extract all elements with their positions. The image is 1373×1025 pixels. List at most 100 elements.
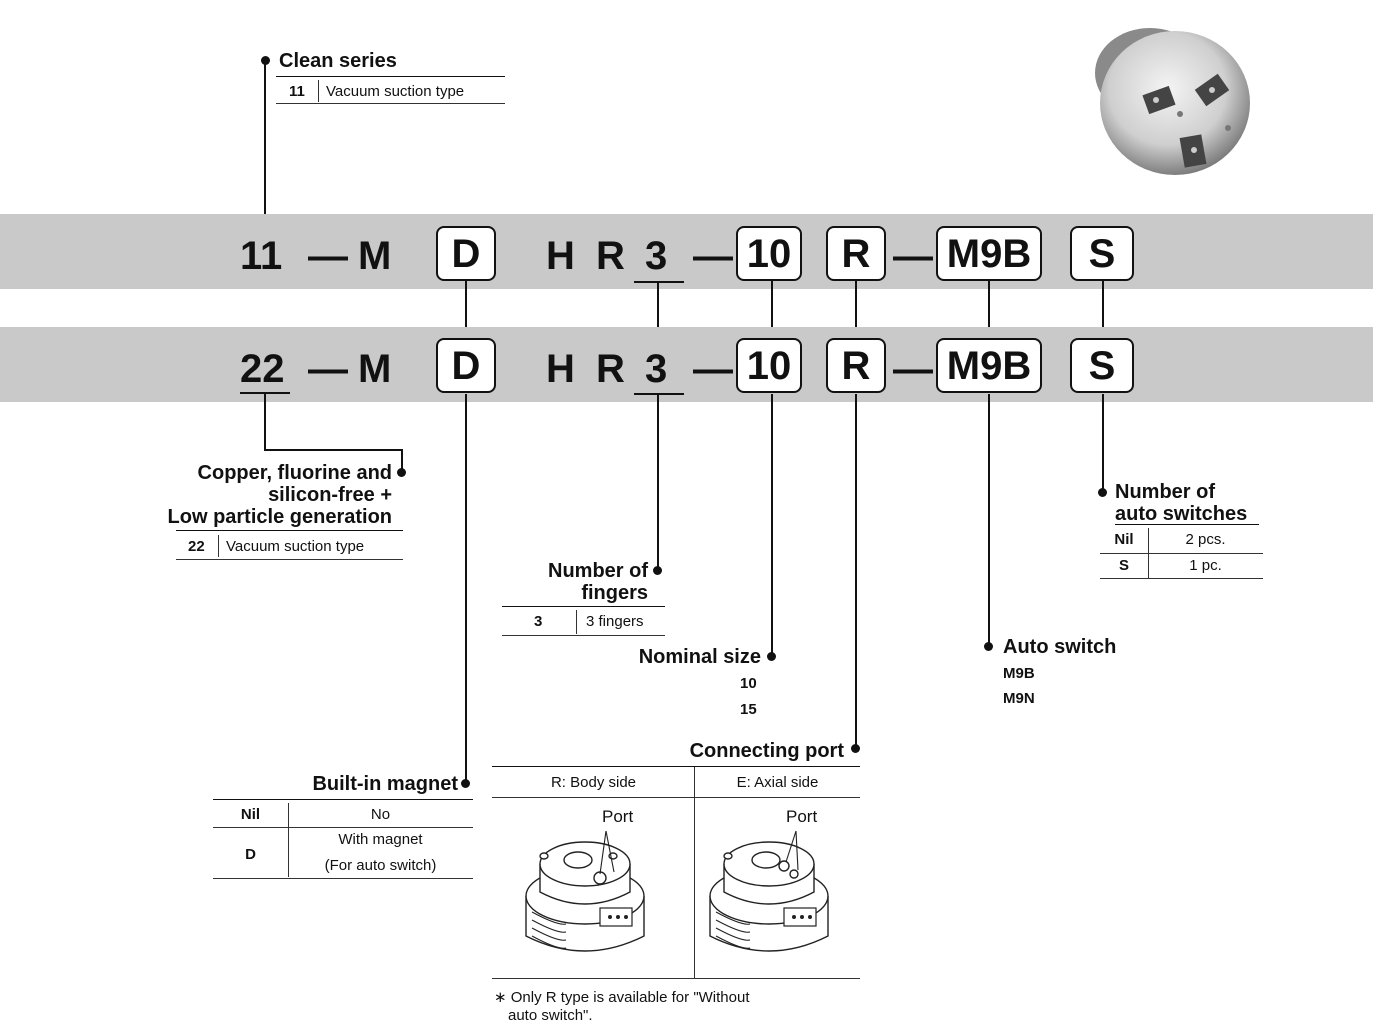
link-switch bbox=[988, 281, 990, 338]
magnet-row-rule bbox=[213, 827, 473, 828]
magnet-title: Built-in magnet bbox=[312, 773, 458, 795]
code-h-2: H bbox=[546, 347, 575, 391]
magnet-bottom-rule bbox=[213, 878, 473, 879]
magnet-dot bbox=[461, 779, 470, 788]
fingers-desc: 3 fingers bbox=[586, 613, 644, 630]
clean-series-desc: Vacuum suction type bbox=[326, 83, 465, 100]
port-col-e: E: Axial side bbox=[736, 774, 819, 791]
magnet-leader bbox=[465, 394, 467, 784]
clean-series-top-rule bbox=[276, 76, 505, 77]
port-note-line-1: ∗ Only R type is available for "Without bbox=[494, 989, 750, 1006]
fingers-title-line-2: fingers bbox=[581, 582, 648, 604]
port-label-r: Port bbox=[602, 807, 634, 826]
code-r-1: R bbox=[596, 234, 625, 278]
code-box-size-1: 10 bbox=[736, 226, 802, 281]
copper-leader-h bbox=[264, 449, 403, 451]
clean-series-code: 11 bbox=[289, 83, 305, 100]
link-count bbox=[1102, 281, 1104, 338]
code-prefix-22: 22 bbox=[240, 347, 285, 391]
link-magnet bbox=[465, 281, 467, 338]
port-note-line-2: auto switch". bbox=[508, 1007, 593, 1024]
part-number-band-1 bbox=[0, 214, 1373, 289]
fingers-underline-2 bbox=[634, 393, 684, 395]
code-dash-5: — bbox=[693, 347, 733, 391]
magnet-d-code: D bbox=[245, 846, 256, 863]
magnet-d-desc-1: With magnet bbox=[338, 831, 423, 848]
link-fingers bbox=[657, 282, 659, 338]
code-prefix-11: 11 bbox=[240, 234, 283, 278]
product-photo bbox=[1095, 28, 1250, 175]
clean-series-leader bbox=[264, 60, 266, 220]
port-col-r: R: Body side bbox=[550, 774, 637, 791]
port-title: Connecting port bbox=[689, 740, 844, 762]
clean-series-bottom-rule bbox=[276, 103, 505, 104]
size-leader bbox=[771, 394, 773, 657]
code-dash-4: — bbox=[308, 347, 348, 391]
copper-leader-v1 bbox=[264, 394, 266, 450]
copper-title-line-3: Low particle generation bbox=[167, 506, 392, 528]
port-label-e: Port bbox=[786, 807, 818, 826]
magnet-top-rule bbox=[213, 799, 473, 800]
copper-desc: Vacuum suction type bbox=[226, 538, 365, 555]
count-nil-code: Nil bbox=[1114, 531, 1134, 548]
port-dot bbox=[851, 744, 860, 753]
code-dash-3: — bbox=[893, 234, 933, 278]
code-box-port-1: R bbox=[826, 226, 886, 281]
copper-bottom-rule bbox=[176, 559, 403, 560]
code-box-size-2: 10 bbox=[736, 338, 802, 393]
code-r-2: R bbox=[596, 347, 625, 391]
fingers-title-line-1: Number of bbox=[548, 560, 648, 582]
fingers-leader bbox=[657, 394, 659, 571]
code-m-1: M bbox=[358, 234, 392, 278]
copper-title-line-2: silicon-free + bbox=[268, 484, 392, 506]
code-box-count-2: S bbox=[1070, 338, 1134, 393]
count-title-line-2: auto switches bbox=[1115, 503, 1248, 525]
count-s-desc: 1 pc. bbox=[1189, 557, 1222, 574]
count-row-rule bbox=[1100, 553, 1263, 554]
copper-top-rule bbox=[176, 530, 403, 531]
code-fingers-1: 3 bbox=[645, 234, 668, 278]
code-box-magnet-2: D bbox=[436, 338, 496, 393]
clean-series-divider bbox=[318, 80, 319, 102]
clean-series-title: Clean series bbox=[279, 50, 397, 72]
fingers-divider bbox=[576, 610, 577, 634]
copper-title-line-1: Copper, fluorine and bbox=[197, 462, 392, 484]
switch-value-m9b: M9B bbox=[1003, 665, 1035, 682]
body-side-port-drawing bbox=[525, 830, 645, 952]
count-bottom-rule bbox=[1100, 578, 1263, 579]
fingers-underline-1 bbox=[634, 281, 684, 283]
code-box-switch-2: M9B bbox=[936, 338, 1042, 393]
code-box-port-2: R bbox=[826, 338, 886, 393]
code-box-magnet-1: D bbox=[436, 226, 496, 281]
copper-dot bbox=[397, 468, 406, 477]
size-value-15: 15 bbox=[740, 701, 757, 718]
link-size bbox=[771, 281, 773, 338]
code-dash-2: — bbox=[693, 234, 733, 278]
part-number-band-2 bbox=[0, 327, 1373, 402]
count-leader bbox=[1102, 394, 1104, 492]
port-header-rule bbox=[492, 797, 860, 798]
prefix-22-underline bbox=[240, 392, 290, 394]
switch-dot bbox=[984, 642, 993, 651]
switch-value-m9n: M9N bbox=[1003, 690, 1035, 707]
size-title: Nominal size bbox=[638, 646, 761, 668]
switch-leader bbox=[988, 394, 990, 645]
fingers-dot bbox=[653, 566, 662, 575]
code-box-count-1: S bbox=[1070, 226, 1134, 281]
port-top-rule bbox=[492, 766, 860, 767]
code-fingers-2: 3 bbox=[645, 347, 668, 391]
count-dot bbox=[1098, 488, 1107, 497]
count-nil-desc: 2 pcs. bbox=[1185, 531, 1226, 548]
copper-code: 22 bbox=[188, 538, 205, 555]
port-bottom-rule bbox=[492, 978, 860, 979]
fingers-bottom-rule bbox=[502, 635, 665, 636]
magnet-nil-desc: No bbox=[370, 806, 391, 823]
magnet-nil-code: Nil bbox=[240, 806, 261, 823]
size-value-10: 10 bbox=[740, 675, 757, 692]
switch-title: Auto switch bbox=[1003, 636, 1117, 658]
code-h-1: H bbox=[546, 234, 575, 278]
code-box-switch-1: M9B bbox=[936, 226, 1042, 281]
copper-leader-v2 bbox=[401, 449, 403, 472]
magnet-divider bbox=[288, 803, 289, 877]
code-dash-6: — bbox=[893, 347, 933, 391]
